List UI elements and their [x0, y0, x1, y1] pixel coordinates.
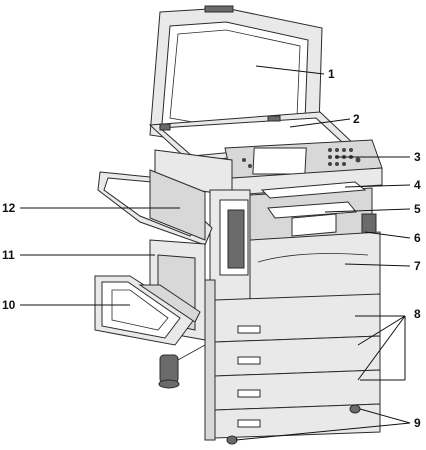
callout-4: 4 — [414, 178, 421, 192]
paper-trays — [204, 279, 381, 441]
control-panel — [224, 139, 383, 181]
callout-9: 9 — [414, 416, 421, 430]
bypass-tray — [94, 275, 201, 346]
callout-12: 12 — [2, 201, 16, 215]
leader-lines — [20, 65, 411, 441]
callout-6: 6 — [414, 231, 421, 245]
callout-7: 7 — [414, 259, 421, 273]
callout-10: 10 — [2, 298, 16, 312]
callout-5: 5 — [414, 202, 421, 216]
casters — [226, 404, 361, 445]
stabilizer-foot — [158, 344, 206, 389]
callout-2: 2 — [353, 112, 360, 126]
callout-11: 11 — [2, 248, 15, 262]
callout-3: 3 — [414, 150, 421, 164]
callout-1: 1 — [328, 67, 335, 81]
callout-8: 8 — [414, 307, 421, 321]
